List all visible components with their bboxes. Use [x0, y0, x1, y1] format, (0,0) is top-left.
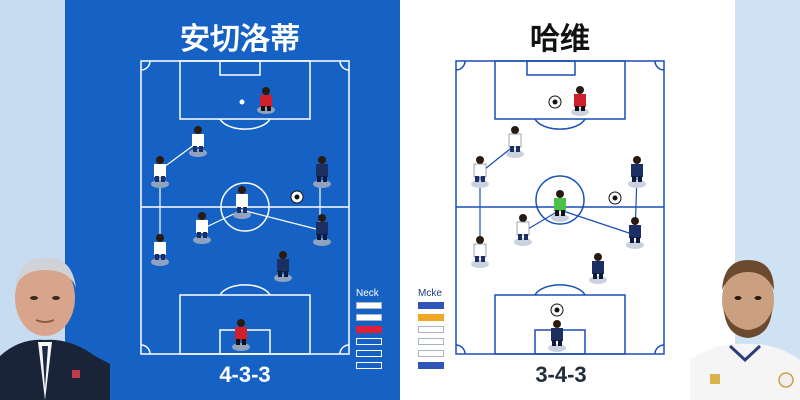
right-pitch: [455, 60, 665, 355]
legend-swatch: [418, 314, 444, 321]
left-coach-name: 安切洛蒂: [180, 22, 300, 57]
left-pitch: [140, 60, 350, 355]
player: [233, 186, 251, 219]
player: [626, 217, 644, 249]
legend-swatch: [418, 350, 444, 357]
player: [193, 212, 211, 244]
player: [514, 214, 532, 246]
legend-swatch: [418, 362, 444, 369]
football-icon: [608, 191, 622, 205]
left-team-panel: [65, 0, 400, 400]
player: [313, 214, 331, 246]
football-icon: [548, 95, 562, 109]
right-legend-swatches: [418, 302, 454, 369]
player: [548, 320, 566, 352]
player: [571, 86, 589, 116]
legend-swatch: [356, 326, 382, 333]
player: [506, 126, 524, 158]
left-legend: Neck: [356, 288, 392, 374]
player: [313, 156, 331, 188]
legend-swatch: [418, 302, 444, 309]
player: [551, 190, 569, 222]
legend-swatch: [418, 338, 444, 345]
right-coach-portrait: [690, 260, 800, 400]
legend-swatch: [356, 350, 382, 357]
right-legend: Mcke: [418, 288, 454, 374]
legend-swatch: [356, 302, 382, 309]
football-icon: [550, 303, 564, 317]
right-formation: 3-4-3: [535, 362, 587, 387]
player: [274, 251, 292, 282]
left-coach-portrait: [0, 257, 110, 400]
right-coach-name: 哈维: [530, 22, 590, 57]
football-icon: [290, 190, 304, 204]
player: [232, 319, 250, 351]
player: [471, 236, 489, 268]
left-legend-title: Neck: [356, 288, 379, 299]
legend-swatch: [418, 326, 444, 333]
legend-swatch: [356, 338, 382, 345]
player: [189, 126, 207, 157]
legend-swatch: [356, 362, 382, 369]
right-legend-title: Mcke: [418, 288, 442, 299]
player: [151, 156, 169, 188]
player: [471, 156, 489, 188]
left-legend-swatches: [356, 302, 392, 369]
player: [628, 156, 646, 188]
player: [257, 87, 275, 114]
player: [151, 234, 169, 266]
left-formation: 4-3-3: [219, 362, 271, 387]
legend-swatch: [356, 314, 382, 321]
left-players: [151, 87, 331, 351]
player: [589, 253, 607, 284]
right-players: [471, 86, 646, 352]
